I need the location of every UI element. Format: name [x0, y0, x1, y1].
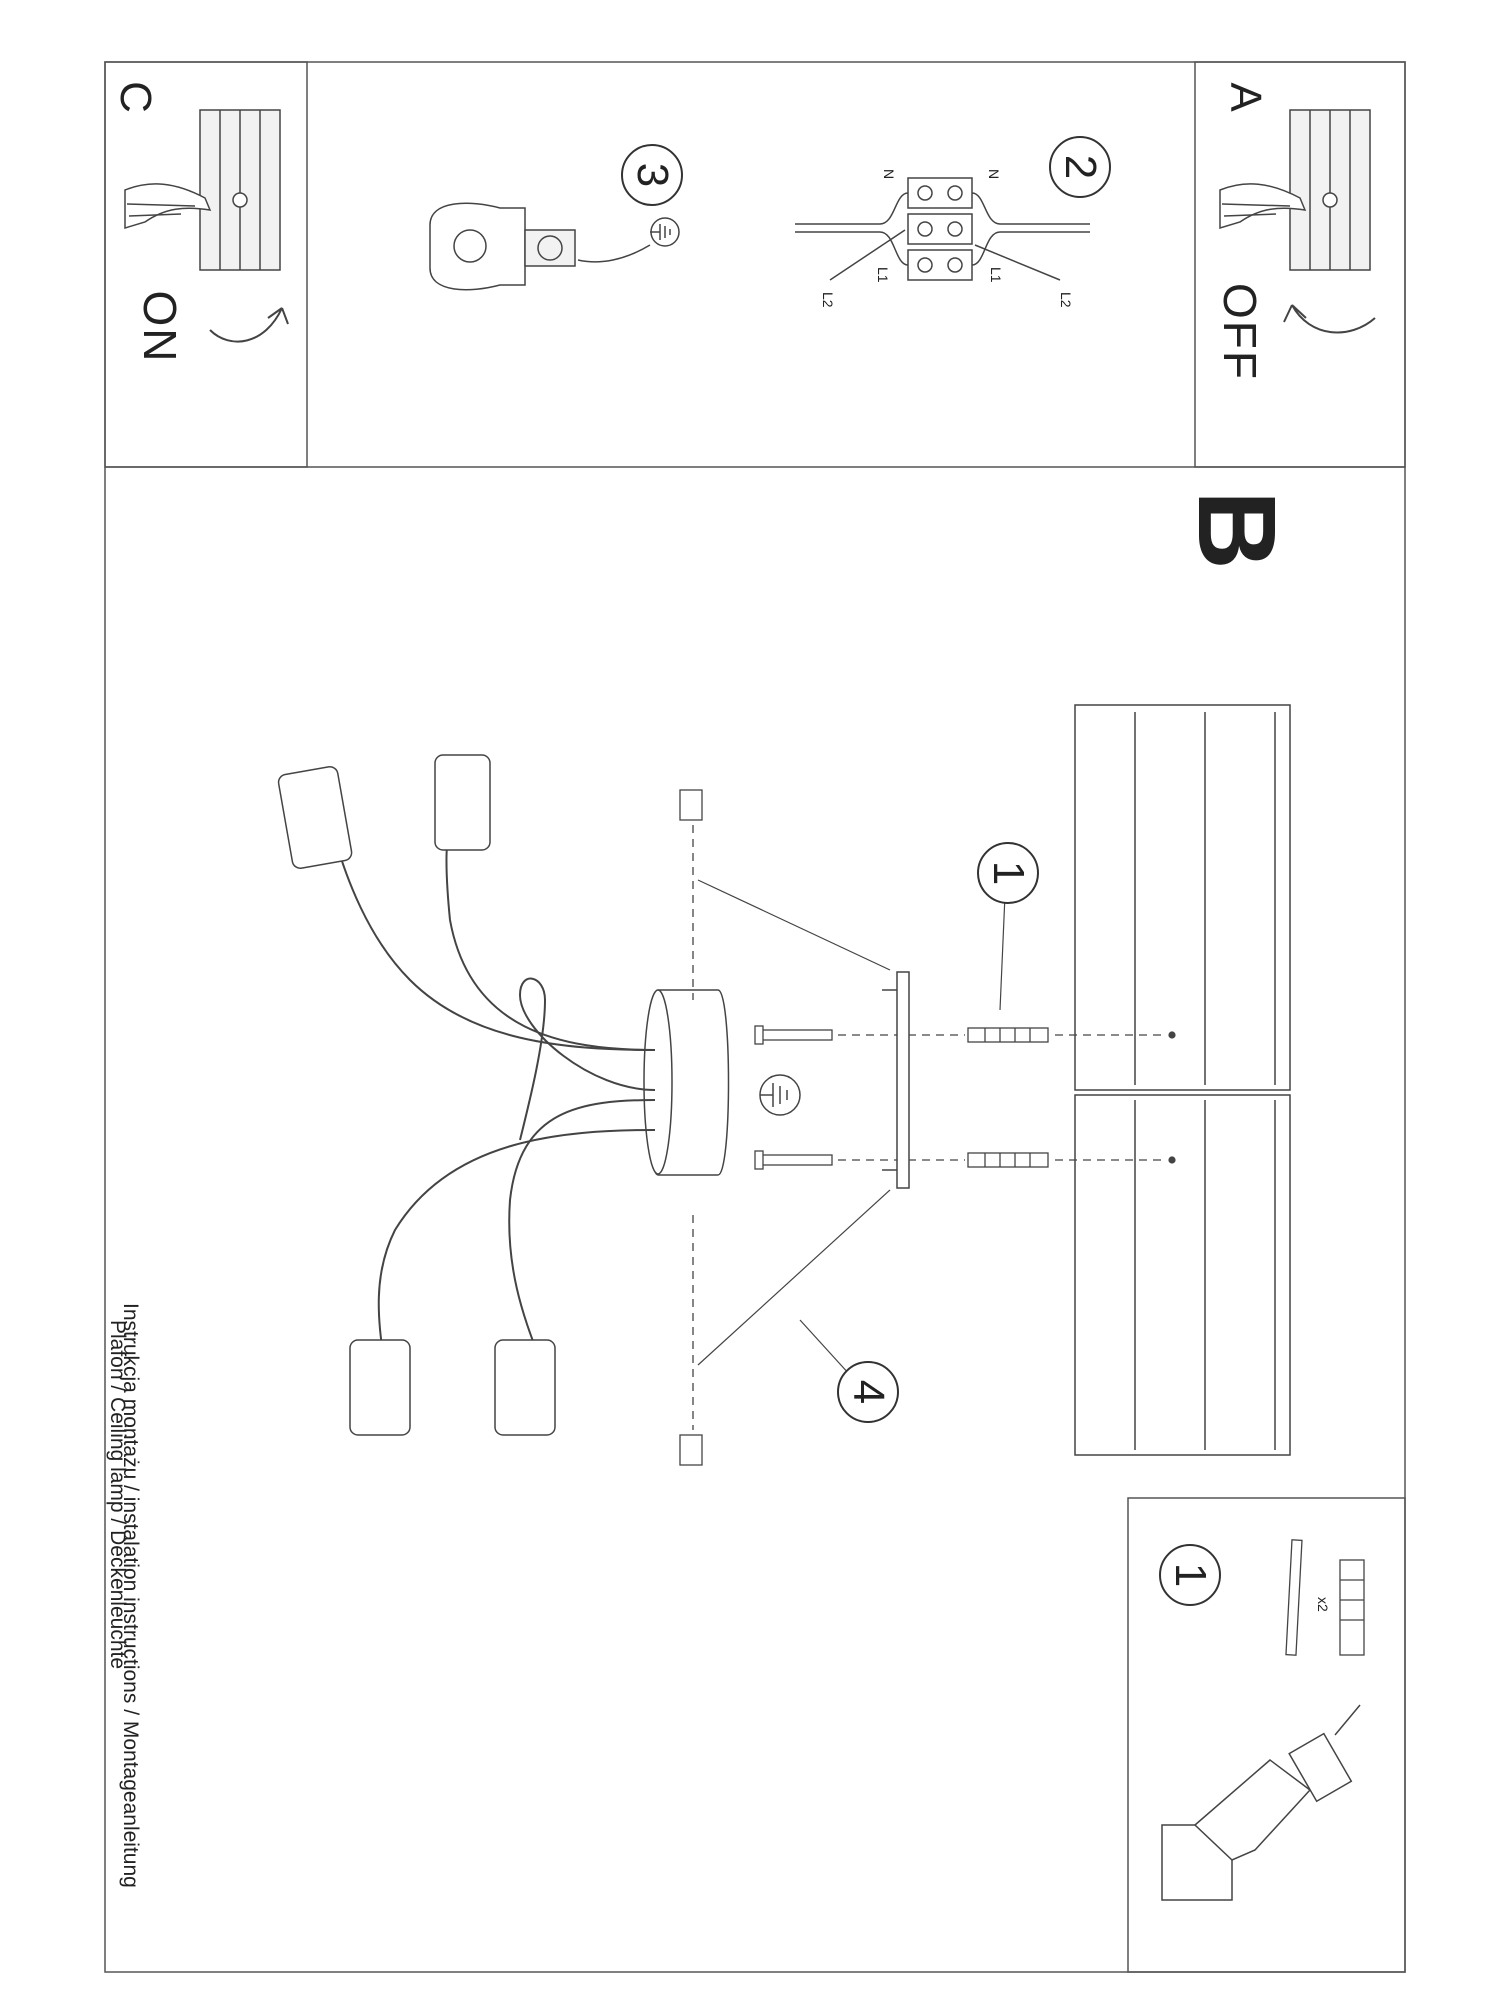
curved-arrow-icon: [209, 307, 289, 343]
panel-kit-frame: [1127, 1497, 1406, 1973]
earth-bracket: [429, 202, 651, 291]
wire-label-l2-right: L2: [1058, 292, 1074, 308]
leader-line: [799, 1319, 851, 1376]
lamp-canopy: [643, 989, 730, 1176]
panel-c-state: ON: [134, 290, 186, 364]
wall-plug-icon: [1339, 1559, 1365, 1656]
panel-a-letter: A: [1221, 82, 1270, 112]
panel-a-state: OFF: [1214, 283, 1266, 381]
step-circle: [837, 1361, 899, 1423]
hardware-quantity: x2: [1315, 1597, 1331, 1612]
wire-label-n-left: N: [881, 169, 897, 180]
wire-label-n-right: N: [986, 169, 1002, 180]
wire-label-l2-left: L2: [820, 292, 836, 308]
curved-arrow-icon: [1283, 304, 1376, 334]
ceiling-plate: [1074, 704, 1291, 1456]
step-circle: [1049, 136, 1111, 198]
leader-line: [999, 894, 1006, 1011]
screw-icon: [1285, 1539, 1303, 1656]
kit-step-number-1: 1: [1166, 1562, 1215, 1588]
switch-hand-icon: [124, 109, 281, 271]
step-circle: [977, 842, 1039, 904]
lamp-socket-icon: [277, 754, 556, 1436]
step-circle: [1159, 1544, 1221, 1606]
earth-ground-icon: [759, 1074, 801, 1116]
cover-bolts: [679, 789, 891, 1466]
step-circle: [621, 144, 683, 206]
lamp-arms: [329, 799, 656, 1371]
switch-hand-icon: [1219, 109, 1371, 271]
panel-c-letter: C: [111, 81, 160, 113]
mounting-bar: [882, 971, 910, 1189]
wall-plug-icon: [967, 1027, 1049, 1168]
step-number-3: 3: [628, 162, 677, 188]
section-b-letter: B: [1175, 490, 1298, 570]
earth-ground-icon: [650, 217, 680, 247]
caption-subtitle: Plafon / Ceiling lamp / Deckenleuchte: [106, 1320, 129, 1670]
outer-frame: [104, 61, 1406, 1973]
screw-icon: [754, 1025, 833, 1170]
wire-label-l1-right: L1: [988, 267, 1004, 283]
step-number-1: 1: [984, 860, 1033, 886]
step-number-4: 4: [844, 1379, 893, 1405]
drill-icon: [1161, 1704, 1361, 1901]
step-number-2: 2: [1056, 154, 1105, 180]
wire-label-l1-left: L1: [875, 267, 891, 283]
terminal-block: [795, 177, 1090, 281]
